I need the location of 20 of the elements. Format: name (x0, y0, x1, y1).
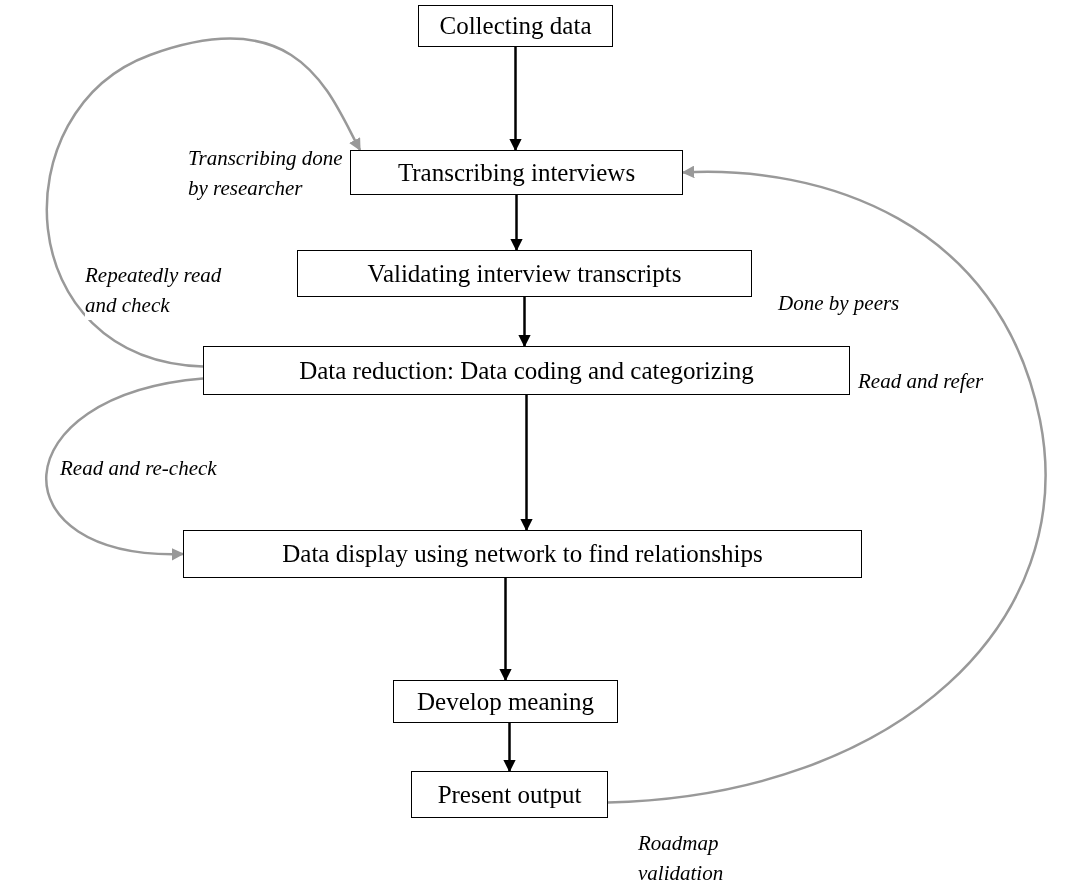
annotation-text: Read and refer (858, 368, 985, 395)
curved-arrow (46, 37, 362, 368)
process-box: Transcribing interviews (350, 150, 683, 195)
process-box: Develop meaning (393, 680, 618, 723)
arrow (499, 578, 512, 682)
annotation-text: Roadmap validation (638, 830, 725, 887)
annotation-text: Transcribing done by researcher (188, 145, 344, 202)
arrow (518, 297, 531, 348)
process-box: Data display using network to find relationships (183, 530, 862, 578)
process-box: Data reduction: Data coding and categorizing (203, 346, 850, 395)
arrow (520, 395, 533, 532)
process-box: Validating interview transcripts (297, 250, 752, 297)
curved-arrow (607, 166, 1047, 804)
curved-arrow (45, 377, 204, 560)
arrow (503, 723, 516, 773)
process-box: Present output (411, 771, 608, 818)
arrow (509, 47, 522, 152)
process-box: Collecting data (418, 5, 613, 47)
annotation-text: Done by peers (778, 290, 901, 317)
arrow (510, 195, 523, 252)
